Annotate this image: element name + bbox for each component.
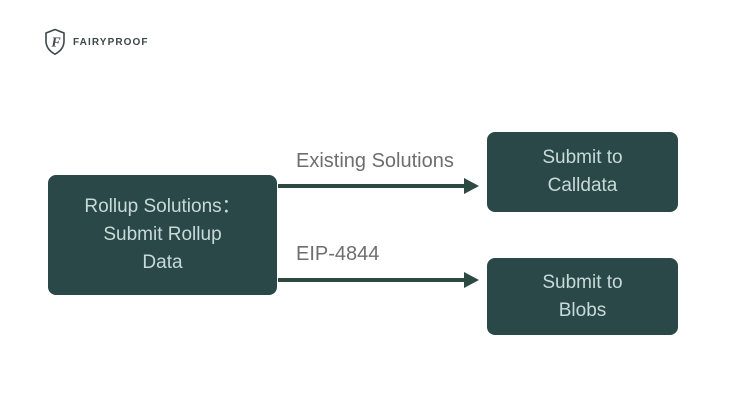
edge-label-existing-solutions: Existing Solutions (296, 150, 454, 172)
arrow-shaft (278, 184, 467, 188)
arrow-to-calldata (278, 178, 479, 194)
node-submit-to-blobs: Submit to Blobs (487, 258, 678, 335)
node-text-line: Data (142, 252, 183, 273)
node-text-line: Blobs (558, 299, 607, 321)
arrow-shaft (278, 278, 467, 282)
node-text-line: Rollup Solutions： (84, 196, 241, 217)
arrowhead-icon (464, 178, 479, 194)
node-text-line: Calldata (547, 175, 618, 196)
node-submit-to-calldata: Submit to Calldata (487, 132, 678, 212)
arrow-to-blobs (278, 272, 479, 288)
edge-label-eip-4844: EIP-4844 (296, 243, 380, 265)
fairyproof-logo: F FAIRYPROOF (43, 28, 149, 56)
node-text-line: Submit Rollup (103, 224, 222, 245)
node-text-line: Submit to (542, 147, 623, 168)
node-rollup-solutions: Rollup Solutions： Submit Rollup Data (48, 175, 277, 295)
logo-wordmark: FAIRYPROOF (73, 36, 149, 48)
node-text-line: Submit to (542, 271, 623, 293)
fairyproof-shield-icon: F (43, 28, 67, 56)
arrowhead-icon (464, 272, 479, 288)
svg-text:F: F (50, 36, 61, 51)
